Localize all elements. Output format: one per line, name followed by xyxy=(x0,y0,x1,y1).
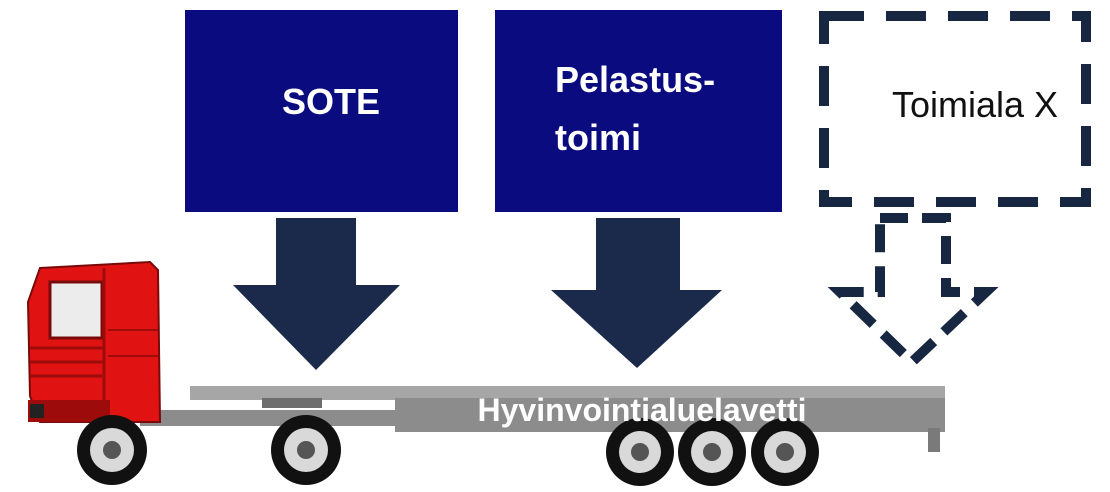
flatbed-platform xyxy=(395,398,945,432)
pelastustoimi-label-line2: toimi xyxy=(555,117,641,158)
wheel xyxy=(606,418,674,486)
wheel xyxy=(77,415,147,485)
toimiala-x-box: Toimiala X xyxy=(819,11,1091,207)
toimiala-x-label: Toimiala X xyxy=(892,84,1058,125)
wheel xyxy=(678,418,746,486)
truck-chassis xyxy=(140,410,402,426)
flatbed-top-rail xyxy=(190,386,945,400)
truck-headlight xyxy=(30,404,44,418)
wheel xyxy=(751,418,819,486)
sote-label: SOTE xyxy=(282,81,380,122)
hub xyxy=(297,441,315,459)
truck-bumper xyxy=(28,400,110,422)
truck-illustration: Hyvinvointialuelavetti xyxy=(26,260,945,486)
chassis-detail xyxy=(262,398,322,408)
hub xyxy=(776,443,794,461)
pelastustoimi-label-line1: Pelastus- xyxy=(555,59,715,100)
wheel xyxy=(271,415,341,485)
hub xyxy=(631,443,649,461)
flatbed-rear-support xyxy=(928,428,940,452)
flatbed-label: Hyvinvointialuelavetti xyxy=(478,392,807,428)
sote-box-fill xyxy=(185,10,458,212)
sote-box: SOTE xyxy=(185,10,458,212)
toimiala-x-dashed-border xyxy=(819,11,1091,207)
pelastustoimi-down-arrow-icon xyxy=(551,218,722,368)
pelastustoimi-box-fill xyxy=(495,10,782,212)
hub xyxy=(703,443,721,461)
truck-window xyxy=(48,280,104,340)
sote-down-arrow-icon xyxy=(233,218,400,370)
hub xyxy=(103,441,121,459)
pelastustoimi-box: Pelastus- toimi xyxy=(495,10,782,212)
toimiala-x-dashed-arrow-icon xyxy=(827,213,999,369)
